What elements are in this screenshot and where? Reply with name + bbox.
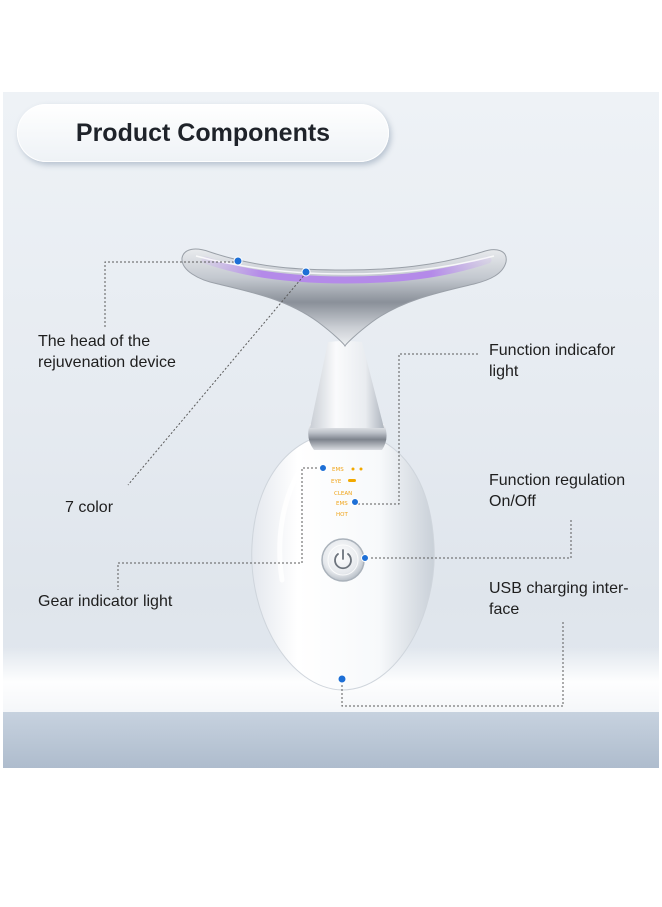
marker-gear-light [319, 464, 327, 472]
indicator-led [348, 479, 356, 482]
label-device-head-line2: rejuvenation device [38, 354, 176, 371]
leader-head [104, 261, 238, 328]
mode-label-hot: HOT [336, 512, 348, 518]
mode-label-clean: CLEAN [334, 491, 352, 497]
page-title: Product Components [75, 119, 331, 147]
marker-seven-color [301, 267, 311, 277]
label-device-head: The head of the rejuvenation device [38, 331, 176, 373]
label-seven-color-text: 7 color [65, 499, 114, 516]
label-function-regulation-line2: On/Off [489, 493, 536, 510]
power-button[interactable] [321, 538, 365, 582]
label-usb-charging-line2: face [489, 601, 520, 618]
marker-function-regulation [361, 554, 369, 562]
power-icon [334, 553, 352, 570]
indicator-panel: EMS EYE CLEAN EMS HOT [331, 467, 363, 518]
label-function-indicator-line1: Function indicafor [489, 342, 616, 359]
mode-label-ems-2: EMS [336, 501, 348, 507]
label-seven-color: 7 color [65, 497, 113, 518]
label-gear-indicator: Gear indicator light [38, 591, 172, 612]
leader-seven-color [127, 272, 307, 486]
callout-markers [233, 256, 369, 684]
label-function-indicator-line2: light [489, 363, 519, 380]
marker-usb [337, 674, 347, 684]
marker-head [233, 256, 243, 266]
label-usb-charging-line1: USB charging inter- [489, 580, 629, 597]
device-neck [310, 341, 384, 428]
mode-label-eye: EYE [331, 479, 342, 485]
leader-function-indicator [356, 353, 478, 505]
mode-label-ems: EMS [332, 467, 344, 473]
display-shelf-front [3, 712, 659, 768]
leader-usb [341, 622, 564, 707]
leader-lines [104, 261, 572, 707]
body-reflection [277, 467, 303, 583]
purple-light-strip [201, 256, 492, 284]
label-usb-charging: USB charging inter- face [489, 578, 629, 620]
label-function-regulation-line1: Function regulation [489, 472, 626, 489]
chrome-ring [308, 424, 387, 450]
title-badge: Product Components [17, 104, 389, 162]
indicator-led [351, 467, 355, 471]
head-highlight [195, 255, 495, 275]
label-function-regulation: Function regulation On/Off [489, 470, 625, 512]
label-function-indicator: Function indicafor light [489, 340, 615, 382]
marker-function-indicator [351, 498, 359, 506]
label-gear-indicator-text: Gear indicator light [38, 593, 173, 610]
leader-gear-light [117, 467, 321, 590]
indicator-led [359, 467, 363, 471]
label-device-head-line1: The head of the [38, 333, 151, 350]
leader-function-regulation [362, 520, 572, 559]
